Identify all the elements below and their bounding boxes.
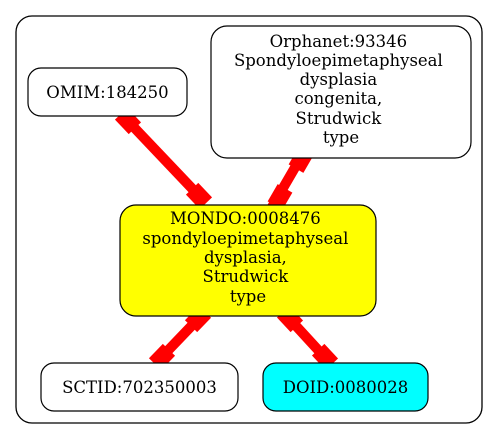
node-orphanet[interactable]: Orphanet:93346 Spondyloepimetaphyseal dy…	[210, 25, 472, 159]
node-doid[interactable]: DOID:0080028	[262, 362, 429, 412]
node-label-line: Strudwick	[296, 109, 383, 128]
node-label-line: dysplasia,	[204, 248, 287, 267]
node-label-line: Strudwick	[203, 267, 290, 286]
node-label-line: Orphanet:93346	[270, 32, 408, 51]
node-box	[262, 362, 429, 412]
svg-text:SCTID:702350003: SCTID:702350003	[62, 378, 217, 397]
svg-text:Orphanet:93346 Spondyloe: Orphanet:93346 Spondyloepimetaphyseal dy…	[234, 32, 448, 147]
node-label-line: DOID:0080028	[283, 378, 409, 397]
svg-text:DOID:0080028: DOID:0080028	[283, 378, 409, 397]
node-sctid[interactable]: SCTID:702350003	[40, 362, 239, 412]
svg-text:MONDO:0008476 spondyloep: MONDO:0008476 spondyloepimetaphyseal dys…	[142, 209, 353, 306]
node-box	[119, 204, 377, 317]
node-label-line: dysplasia	[300, 70, 378, 89]
node-label-line: type	[230, 287, 266, 306]
cluster-frame	[15, 15, 483, 424]
svg-text:OMIM:184250: OMIM:184250	[46, 83, 168, 102]
node-box	[27, 67, 188, 117]
node-mondo[interactable]: MONDO:0008476 spondyloepimetaphyseal dys…	[119, 204, 377, 317]
edge-omim-mondo	[114, 107, 213, 210]
node-box	[210, 25, 472, 159]
node-box	[40, 362, 239, 412]
node-label-line: OMIM:184250	[46, 83, 168, 102]
node-label-line: spondyloepimetaphyseal	[142, 229, 348, 248]
node-label-line: MONDO:0008476	[170, 209, 321, 228]
node-label-line: type	[323, 128, 359, 147]
node-omim[interactable]: OMIM:184250	[27, 67, 188, 117]
node-label-line: Spondyloepimetaphyseal	[234, 51, 443, 70]
node-label-line: SCTID:702350003	[62, 378, 217, 397]
node-label-line: congenita,	[295, 89, 383, 108]
